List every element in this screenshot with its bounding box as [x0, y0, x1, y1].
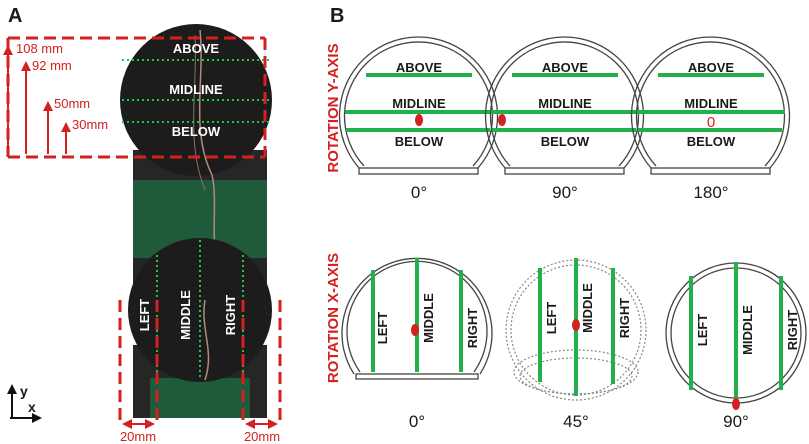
- label-108mm: 108 mm: [16, 41, 63, 56]
- label-middle-x0: MIDDLE: [421, 293, 436, 343]
- sensor-x-45: [572, 319, 580, 331]
- label-below-y90: BELOW: [541, 134, 590, 149]
- label-30mm: 30mm: [72, 117, 108, 132]
- label-above-y90: ABOVE: [542, 60, 589, 75]
- photo-top-label-below: BELOW: [172, 124, 221, 139]
- label-below-y180: BELOW: [687, 134, 736, 149]
- sensor-y-90: [498, 114, 506, 126]
- label-right-x45: RIGHT: [617, 298, 632, 339]
- photo-top-wire-2: [193, 34, 206, 191]
- label-above-y180: ABOVE: [688, 60, 735, 75]
- sensor-y-180: 0: [707, 114, 715, 131]
- photo-bottom-label-right: RIGHT: [223, 295, 238, 336]
- label-left-x90: LEFT: [695, 314, 710, 347]
- diagram-y-0: ABOVE MIDLINE BELOW 0°: [338, 36, 499, 202]
- axes-icon: y x: [6, 383, 42, 423]
- sensor-x-90: [732, 398, 740, 410]
- row-x-title: ROTATION X-AXIS: [325, 253, 342, 383]
- angle-x-0: 0°: [409, 412, 425, 431]
- label-above-y0: ABOVE: [396, 60, 443, 75]
- photo-bottom-label-middle: MIDDLE: [178, 290, 193, 340]
- sensor-y-0: [415, 114, 423, 126]
- diagram-x-45: LEFT MIDDLE RIGHT 45°: [505, 258, 647, 431]
- angle-y-180: 180°: [693, 183, 728, 202]
- panel-label-b: B: [330, 5, 344, 27]
- photo-bottom: LEFT MIDDLE RIGHT: [128, 238, 272, 418]
- diagram-x-90: LEFT MIDDLE RIGHT 90°: [665, 262, 807, 431]
- photo-top-wire: [198, 29, 219, 266]
- sensor-x-0: [411, 324, 419, 336]
- label-right-x0: RIGHT: [465, 308, 480, 349]
- label-midline-y0: MIDLINE: [392, 96, 446, 111]
- label-left-x0: LEFT: [375, 312, 390, 345]
- label-midline-y180: MIDLINE: [684, 96, 738, 111]
- photo-top-label-midline: MIDLINE: [169, 82, 223, 97]
- panel-label-a: A: [8, 5, 22, 27]
- diagram-x-0: LEFT MIDDLE RIGHT 0°: [341, 257, 493, 431]
- label-midline-y90: MIDLINE: [538, 96, 592, 111]
- axis-x-label: x: [28, 399, 36, 415]
- label-20mm-right: 20mm: [244, 429, 280, 444]
- label-right-x90: RIGHT: [785, 310, 800, 351]
- axis-y-label: y: [20, 383, 28, 399]
- diagram-y-180: 0 ABOVE MIDLINE BELOW 180°: [630, 36, 791, 202]
- label-middle-x45: MIDDLE: [580, 283, 595, 333]
- label-92mm: 92 mm: [32, 58, 72, 73]
- angle-y-90: 90°: [552, 183, 578, 202]
- photo-bottom-label-left: LEFT: [137, 299, 152, 332]
- photo-top-label-above: ABOVE: [173, 41, 220, 56]
- angle-x-45: 45°: [563, 412, 589, 431]
- angle-y-0: 0°: [411, 183, 427, 202]
- photo-bottom-base: [150, 378, 250, 418]
- photo-top-head: [120, 24, 272, 176]
- label-50mm: 50mm: [54, 96, 90, 111]
- label-below-y0: BELOW: [395, 134, 444, 149]
- label-20mm-left: 20mm: [120, 429, 156, 444]
- row-y-title: ROTATION Y-AXIS: [325, 43, 342, 172]
- angle-x-90: 90°: [723, 412, 749, 431]
- label-left-x45: LEFT: [544, 302, 559, 335]
- diagram-y-90: ABOVE MIDLINE BELOW 90°: [484, 36, 645, 202]
- photo-bottom-wire: [203, 299, 210, 381]
- label-middle-x90: MIDDLE: [740, 305, 755, 355]
- photo-top: ABOVE MIDLINE BELOW: [120, 24, 272, 288]
